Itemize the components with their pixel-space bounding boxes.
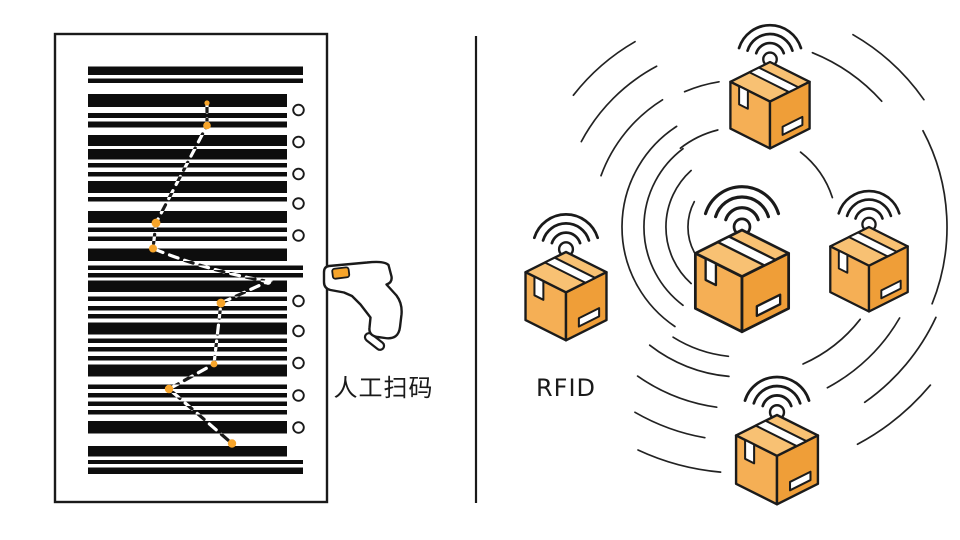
radio-wave-arc [856,384,932,446]
barcode-bar [88,364,287,377]
hole-circle [292,421,305,434]
hole-circle [292,389,305,402]
barcode-bar [88,172,287,177]
barcode-bar [88,227,287,232]
hole-circle [292,197,305,210]
scanner-body [322,260,403,340]
radio-wave-arc [863,316,937,404]
rfid-box-top [729,23,811,150]
barcode-bar [88,467,303,474]
barcode-bar [88,314,287,319]
hole-circle [292,167,305,181]
hole-circle [292,103,305,117]
barcode-bar [88,197,287,202]
radio-wave-arc [600,98,664,177]
barcode-bar [88,347,287,352]
barcode-bar [88,393,287,398]
laser-dot [264,278,272,285]
rfid-box-center [693,185,791,334]
radio-wave-arc [643,147,684,307]
hole-punch-circles [292,103,305,434]
barcode-bar [88,265,303,270]
barcode-bar [88,280,287,292]
scan-dot [227,439,237,448]
hole-circle [292,294,305,308]
barcode-bar [88,338,287,343]
scan-path [151,101,274,446]
barcode-bar [88,410,287,415]
radio-wave-arc [802,318,862,365]
barcode-bar [88,296,287,301]
radio-wave-arc [811,51,883,103]
barcode-bar [88,149,287,160]
radio-wave-arc [572,40,636,97]
scan-dot [216,298,226,308]
radio-wave-arc [636,375,718,409]
radio-wave-arc [580,65,658,143]
barcode-bar [88,460,303,464]
barcode-bar [88,236,287,241]
radio-wave-arc [852,33,925,101]
rfid-label: RFID [536,374,596,402]
barcode-bar [88,135,287,146]
radio-wave-arc [799,151,834,199]
barcode-bar [88,273,303,278]
scan-dot [204,100,210,106]
radio-wave-arc [683,80,720,93]
manual-scan-label: 人工扫码 [334,374,434,402]
barcode-bar [88,113,287,118]
barcode-bar [88,446,287,457]
barcode-bar [88,211,287,223]
radio-waves [572,33,948,473]
radio-wave-arc [922,129,948,305]
scan-dot [149,244,157,253]
radio-wave-arc [826,317,901,389]
rfid-box-left [524,213,608,342]
scanner-window [331,266,351,280]
barcode-bar [88,421,287,434]
hole-circle [292,229,305,242]
radio-wave-arc [687,200,696,254]
barcode-bar [88,322,287,335]
radio-wave-arc [621,125,678,328]
radio-wave-arc [634,411,706,439]
scanner-foot [363,332,386,351]
scan-points [149,100,237,448]
barcode-bar [88,94,287,107]
rfid-panel: RFID [524,23,948,506]
rfid-box-bottom [734,375,820,506]
barcode-bar [88,78,303,83]
rfid-boxes [524,23,910,506]
radio-wave-arc [665,169,692,285]
radio-wave-arc [648,344,730,378]
radio-wave-arc [679,129,719,150]
barcode-bar [88,248,287,261]
barcode-bar [88,306,287,311]
manual-scan-panel: 人工扫码 [53,32,434,504]
rfid-box-right [828,189,910,313]
scan-dot [151,218,161,228]
radio-wave-arc [637,449,722,473]
barcode-scanner-icon [322,260,403,351]
scan-dot [164,384,174,394]
hole-circle [292,324,305,338]
hole-circle [292,135,305,149]
barcode-bar [88,121,287,128]
scan-dot [210,360,218,368]
barcode-bar [88,181,287,193]
barcode-bar [88,384,287,389]
scan-dot [203,121,211,130]
barcode-bar [88,66,303,75]
radio-wave-arc [672,336,730,358]
hole-circle [292,356,305,370]
barcode-bar [88,356,287,361]
